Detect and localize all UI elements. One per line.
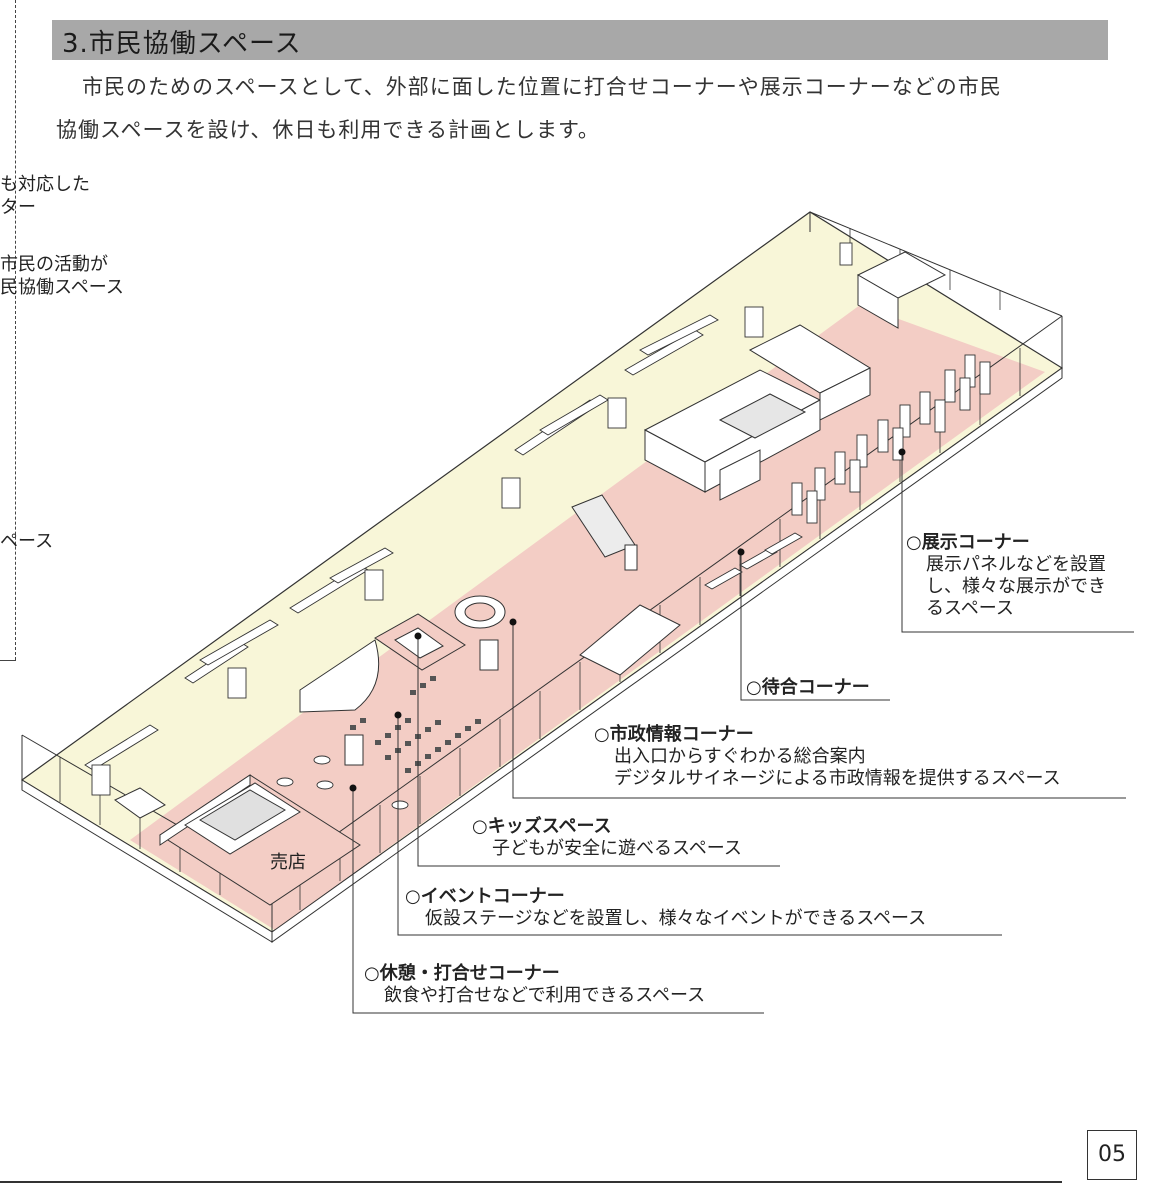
label-event-title: ○イベントコーナー [405, 886, 565, 907]
label-machiai: ○待合コーナー [746, 677, 870, 699]
exhibition-panels [791, 354, 991, 524]
core-rooms [643, 251, 947, 501]
label-machiai-title: ○待合コーナー [746, 677, 870, 698]
corridor-seating [84, 242, 853, 796]
label-tenji-desc-2: し、様々な展示ができ [926, 576, 1106, 597]
label-kyukei-desc-1: 飲食や打合せなどで利用できるスペース [384, 985, 706, 1006]
label-event: ○イベントコーナー 仮設ステージなどを設置し、様々なイベントができるスペース [405, 886, 926, 930]
label-kyukei: ○休憩・打合せコーナー 飲食や打合せなどで利用できるスペース [364, 963, 705, 1007]
side-fragment-b2: 民協働スペース [0, 277, 124, 298]
waiting-benches [704, 532, 803, 590]
label-tenji-desc-1: 展示パネルなどを設置 [926, 554, 1106, 575]
label-shisei-title: ○市政情報コーナー [594, 724, 754, 745]
footer-rule [0, 1181, 1062, 1183]
label-shisei-desc-1: 出入口からすぐわかる総合案内 [614, 746, 866, 767]
intro-paragraph: 市民のためのスペースとして、外部に面した位置に打合せコーナーや展示コーナーなどの… [56, 66, 1116, 152]
label-shisei: ○市政情報コーナー 出入口からすぐわかる総合案内 デジタルサイネージによる市政情… [594, 724, 1061, 790]
side-fragment-a1: も対応した [0, 174, 90, 195]
left-dashed-border-tick [0, 660, 16, 661]
leader-lines [352, 452, 1134, 1014]
intro-line-1: 市民のためのスペースとして、外部に面した位置に打合せコーナーや展示コーナーなどの… [82, 75, 1002, 99]
label-tenji: ○展示コーナー 展示パネルなどを設置 し、様々な展示ができ るスペース [906, 532, 1106, 620]
label-tenji-desc-3: るスペース [926, 598, 1014, 619]
store-room [114, 774, 361, 906]
label-kyukei-title: ○休憩・打合せコーナー [364, 963, 560, 984]
store-label: 売店 [270, 852, 306, 873]
label-kids: ○キッズスペース 子どもが安全に遊べるスペース [472, 816, 742, 860]
intro-line-2: 協働スペースを設け、休日も利用できる計画とします。 [56, 118, 600, 142]
label-kids-desc-1: 子どもが安全に遊べるスペース [492, 838, 742, 859]
left-dashed-border [15, 0, 16, 660]
side-fragment-b1: 市民の活動が [0, 254, 108, 275]
leader-dots [349, 448, 906, 792]
label-tenji-title: ○展示コーナー [906, 532, 1030, 553]
lounge-tables [276, 755, 409, 810]
section-header: 3.市民協働スペース [52, 20, 1108, 60]
label-kids-title: ○キッズスペース [472, 816, 612, 837]
event-stage-and-kids [299, 494, 681, 766]
section-title: 3.市民協働スペース [62, 29, 302, 59]
side-fragment-a2: ター [0, 197, 36, 218]
label-shisei-desc-2: デジタルサイネージによる市政情報を提供するスペース [614, 768, 1061, 789]
page-number: 05 [1087, 1130, 1137, 1180]
side-fragment-c1: ペース [0, 531, 54, 552]
label-event-desc-1: 仮設ステージなどを設置し、様々なイベントができるスペース [425, 908, 927, 929]
